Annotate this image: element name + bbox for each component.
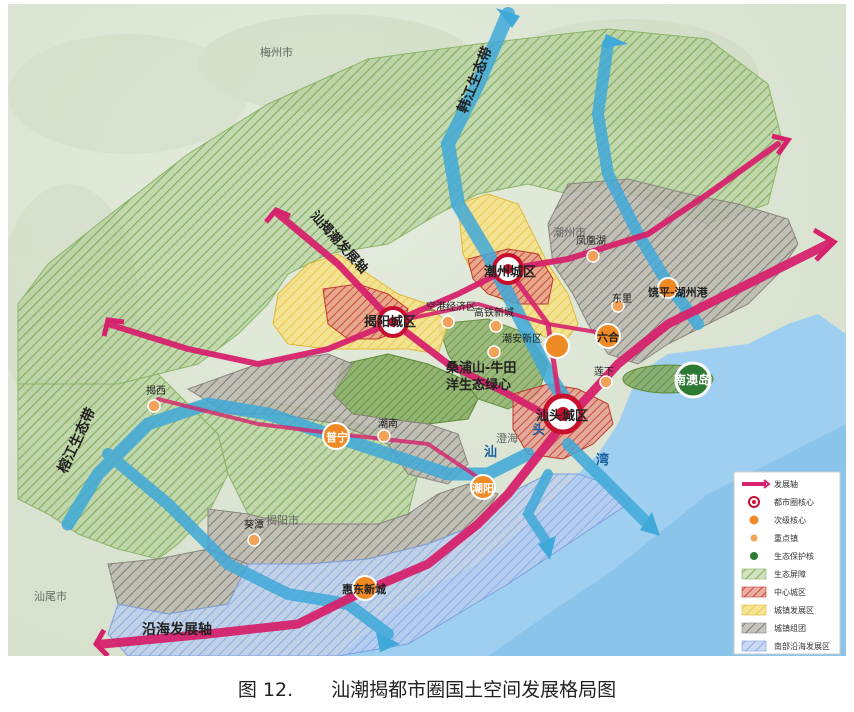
map-legend: 发展轴 都市圈核心 次级核心 重点镇 生态保护核 生态屏障 中心城区 <box>733 471 841 655</box>
svg-text:城镇发展区: 城镇发展区 <box>774 605 814 615</box>
label-chaozhou-city: 潮州市 <box>553 225 586 239</box>
svg-text:中心城区: 中心城区 <box>774 587 806 597</box>
figure-caption: 图 12. 汕潮揭都市圈国土空间发展格局图 <box>0 668 854 708</box>
label-meizhou: 梅州市 <box>260 45 293 59</box>
label-coastal-axis: 沿海发展轴 <box>142 621 212 638</box>
eco-core-marker-nanao <box>674 361 712 399</box>
legend-item-sub: 次级核心 <box>748 514 806 526</box>
label-chenghai: 澄海 <box>496 431 518 445</box>
label-chaoyang: 潮阳 <box>472 481 494 495</box>
label-bay-2: 头 <box>532 422 545 438</box>
legend-item-urban: 城镇发展区 <box>741 604 814 616</box>
axis-arrowheads <box>92 133 839 656</box>
label-chaozhou-urban: 潮州城区 <box>484 264 536 280</box>
core-marker-chaozhou <box>492 253 524 285</box>
label-jieyang-urban: 揭阳城区 <box>364 314 416 330</box>
figure-title: 汕潮揭都市圈国土空间发展格局图 <box>331 678 617 701</box>
legend-item-center: 中心城区 <box>741 586 806 598</box>
label-bay-3: 湾 <box>596 452 609 468</box>
label-bay-1: 汕 <box>484 444 497 460</box>
sub-core-markers <box>322 277 679 601</box>
core-marker-jieyang <box>377 306 409 338</box>
label-dongli: 东里 <box>612 292 632 305</box>
eco-river-arrowheads <box>376 8 660 652</box>
label-airport-zone: 空港经济区 <box>426 300 476 313</box>
svg-text:次级核心: 次级核心 <box>774 515 806 525</box>
coastal-development-zone <box>107 473 629 656</box>
svg-text:南部沿海发展区: 南部沿海发展区 <box>774 641 830 651</box>
label-chaoan-new: 潮安新区 <box>502 332 542 345</box>
legend-item-coastal: 南部沿海发展区 <box>741 640 830 652</box>
legend-item-town: 重点镇 <box>749 533 798 543</box>
label-fenghuang: 凤凰湖 <box>576 235 606 247</box>
figure-number: 图 12. <box>237 678 294 701</box>
label-jiexi: 揭西 <box>146 384 166 397</box>
label-chaonan: 潮南 <box>378 417 398 430</box>
label-shantou-urban: 汕头城区 <box>536 408 588 424</box>
label-raoping: 饶平-湖州港 <box>648 285 709 299</box>
svg-text:重点镇: 重点镇 <box>774 533 798 543</box>
svg-text:城镇组团: 城镇组团 <box>774 623 806 633</box>
map-figure: 梅州市 潮州市 揭阳市 汕尾市 澄海 韩江生态带 汕揭潮发展轴 榕江生态带 沿海… <box>8 4 846 656</box>
legend-item-eco-core: 生态保护核 <box>750 551 814 561</box>
svg-text:生态屏障: 生态屏障 <box>774 569 806 579</box>
svg-text:都市圈核心: 都市圈核心 <box>774 497 814 507</box>
label-sangpu-1: 桑浦山-牛田 <box>445 360 516 376</box>
label-puning: 普宁 <box>326 430 348 444</box>
label-nanao: 南澳岛 <box>674 372 710 387</box>
label-jielai: 葵潭 <box>244 519 264 531</box>
legend-item-axis: 发展轴 <box>742 479 798 489</box>
core-marker-shantou <box>542 393 584 435</box>
label-hsr-town: 高铁新城 <box>474 306 514 319</box>
legend-item-core: 都市圈核心 <box>748 496 814 508</box>
label-sangpu-2: 洋生态绿心 <box>446 377 511 393</box>
svg-text:发展轴: 发展轴 <box>774 479 798 489</box>
label-shanwei: 汕尾市 <box>34 589 67 603</box>
label-liuhe: 六合 <box>597 330 620 344</box>
legend-item-cluster: 城镇组团 <box>741 622 806 634</box>
development-axes <box>98 141 833 649</box>
label-huilai: 惠东新城 <box>342 582 386 596</box>
cluster-east <box>547 178 799 365</box>
town-markers <box>147 249 625 547</box>
eco-river-belts <box>61 7 704 640</box>
svg-text:生态保护核: 生态保护核 <box>774 551 814 561</box>
label-lianxia: 莲下 <box>594 366 614 378</box>
label-jieyang-city: 揭阳市 <box>266 513 299 527</box>
legend-item-eco-barrier: 生态屏障 <box>741 568 806 580</box>
